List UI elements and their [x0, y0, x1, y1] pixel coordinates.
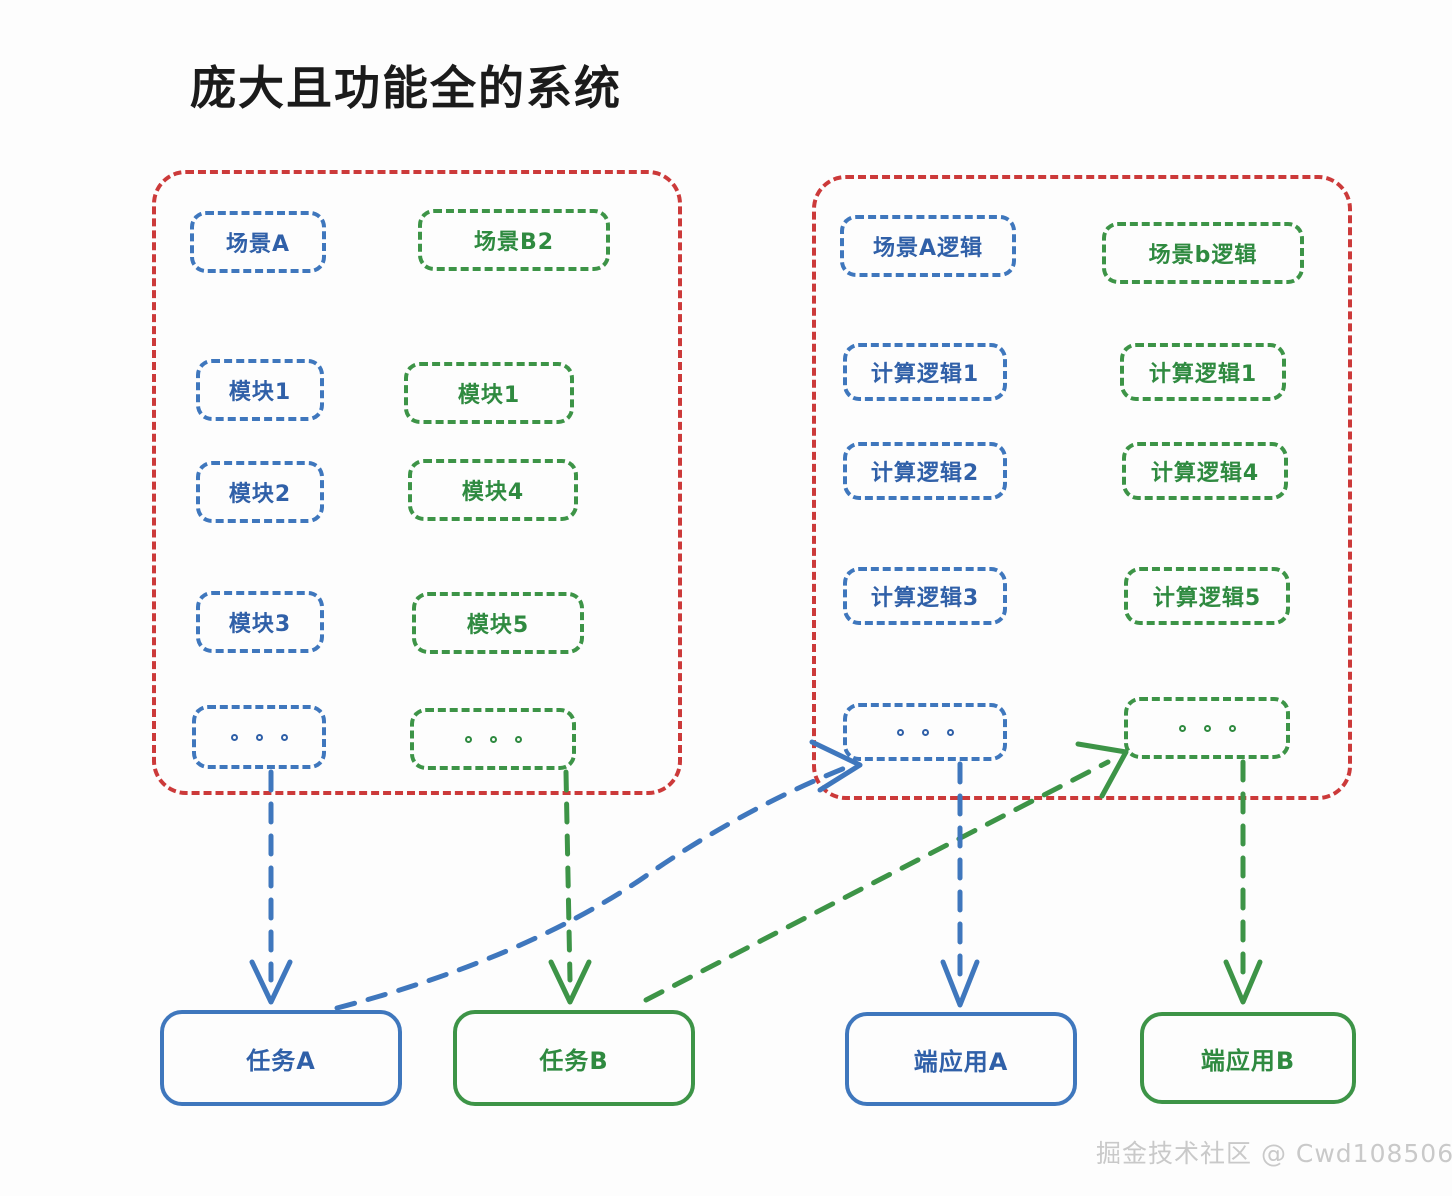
terminal-app-b[interactable]: 端应用B: [1140, 1012, 1356, 1104]
node-calc-logic-3[interactable]: 计算逻辑3: [843, 567, 1007, 625]
terminal-label: 任务B: [539, 1046, 609, 1075]
terminal-label: 端应用A: [913, 1047, 1009, 1076]
node-label: 场景A逻辑: [872, 236, 984, 261]
terminal-task-b[interactable]: 任务B: [453, 1010, 695, 1106]
node-ellipsis-right-blue[interactable]: [843, 703, 1007, 761]
node-label: 场景A: [225, 232, 291, 257]
node-calc-logic-1-blue[interactable]: 计算逻辑1: [843, 343, 1007, 401]
ellipsis-icon: [1178, 724, 1236, 732]
node-ellipsis-right-green[interactable]: [1124, 697, 1290, 759]
node-label: 场景b逻辑: [1148, 243, 1258, 268]
node-module-1-blue[interactable]: 模块1: [196, 359, 324, 421]
node-label: 场景B2: [473, 230, 555, 255]
ellipsis-icon: [464, 735, 522, 743]
node-label: 模块5: [466, 613, 530, 638]
ellipsis-icon: [896, 728, 954, 736]
arrowhead-appa: [940, 959, 980, 1008]
arrow-taska-to-right-blue: [334, 765, 848, 1011]
node-label: 计算逻辑1: [870, 362, 980, 387]
ellipsis-icon: [230, 733, 288, 741]
watermark: 掘金技术社区 @ Cwd108506: [1096, 1139, 1452, 1168]
node-scene-b2[interactable]: 场景B2: [418, 209, 610, 271]
node-module-3[interactable]: 模块3: [196, 591, 324, 653]
node-label: 计算逻辑4: [1150, 461, 1260, 486]
terminal-label: 端应用B: [1200, 1046, 1296, 1075]
node-label: 模块4: [461, 480, 525, 505]
node-scene-b-logic[interactable]: 场景b逻辑: [1102, 222, 1304, 284]
node-module-1-green[interactable]: 模块1: [404, 362, 574, 424]
node-label: 计算逻辑1: [1148, 362, 1258, 387]
node-module-5[interactable]: 模块5: [412, 592, 584, 654]
arrowhead-taska: [249, 959, 293, 1005]
node-module-2[interactable]: 模块2: [196, 461, 324, 523]
node-calc-logic-5[interactable]: 计算逻辑5: [1124, 567, 1290, 625]
node-scene-a[interactable]: 场景A: [190, 211, 326, 273]
node-label: 计算逻辑2: [870, 461, 980, 486]
arrow-left-green-to-taskb: [563, 769, 573, 983]
arrowhead-taskb: [548, 959, 592, 1005]
node-scene-a-logic[interactable]: 场景A逻辑: [840, 215, 1016, 277]
node-ellipsis-left-blue[interactable]: [192, 705, 326, 769]
node-calc-logic-1-green[interactable]: 计算逻辑1: [1120, 343, 1286, 401]
page-title: 庞大且功能全的系统: [190, 61, 622, 115]
node-calc-logic-2[interactable]: 计算逻辑2: [843, 442, 1007, 500]
terminal-label: 任务A: [246, 1046, 316, 1075]
node-calc-logic-4[interactable]: 计算逻辑4: [1122, 442, 1288, 500]
node-label: 模块1: [457, 383, 521, 408]
node-label: 计算逻辑3: [870, 586, 980, 611]
node-label: 模块2: [228, 482, 292, 507]
terminal-app-a[interactable]: 端应用A: [845, 1012, 1077, 1106]
terminal-task-a[interactable]: 任务A: [160, 1010, 402, 1106]
node-label: 模块3: [228, 612, 292, 637]
node-ellipsis-left-green[interactable]: [410, 708, 576, 770]
node-module-4[interactable]: 模块4: [408, 459, 578, 521]
node-label: 计算逻辑5: [1152, 586, 1262, 611]
node-label: 模块1: [228, 380, 292, 405]
arrowhead-appb: [1223, 959, 1263, 1005]
